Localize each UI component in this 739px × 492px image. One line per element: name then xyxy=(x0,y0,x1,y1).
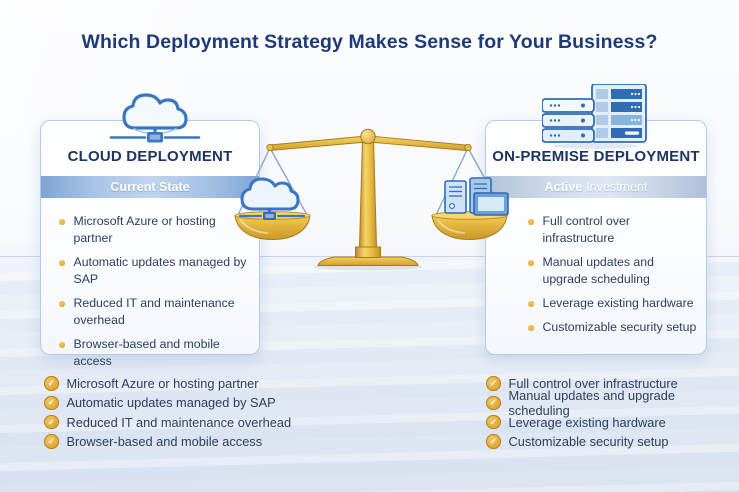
bullet-item: Leverage existing hardware xyxy=(528,295,702,312)
check-list-item: ✓ Full control over infrastructure xyxy=(486,374,739,393)
bullet-text: Browser-based and mobile access xyxy=(73,337,220,368)
check-icon: ✓ xyxy=(486,395,501,411)
check-icon: ✓ xyxy=(486,414,501,430)
check-text: Full control over infrastructure xyxy=(508,376,678,392)
bullet-text: Customizable security setup xyxy=(542,320,697,334)
bullet-dot-icon xyxy=(528,260,534,266)
cloud-network-icon xyxy=(109,93,201,143)
check-list-item: ✓ Automatic updates managed by SAP xyxy=(44,393,291,412)
server-back-rack xyxy=(591,84,647,143)
onprem-benefits-checklist: ✓ Full control over infrastructure ✓ Man… xyxy=(486,374,739,451)
bullet-dot-icon xyxy=(59,301,65,307)
server-front-stack xyxy=(542,98,595,143)
banner-text-bold: Current State xyxy=(110,180,190,194)
check-list-item: ✓ Leverage existing hardware xyxy=(486,413,739,432)
check-list-item: ✓ Manual updates and upgrade scheduling xyxy=(486,388,739,418)
bullet-text: Full control over infrastructure xyxy=(542,214,630,245)
banner-text-bold: Active xyxy=(544,180,583,194)
current-state-banner: Current State xyxy=(41,176,259,198)
check-list-item: ✓ Customizable security setup xyxy=(486,432,739,451)
bullet-dot-icon xyxy=(59,342,65,348)
bullet-text: Microsoft Azure or hosting partner xyxy=(73,214,216,245)
balance-scale-icon xyxy=(234,128,509,271)
check-list-item: ✓ Microsoft Azure or hosting partner xyxy=(44,374,291,393)
bullet-dot-icon xyxy=(528,301,534,307)
onprem-bullet-list: Full control over infrastructure Manual … xyxy=(528,213,702,343)
cloud-card-title: CLOUD DEPLOYMENT xyxy=(67,148,233,165)
active-investment-banner: Active Investment xyxy=(486,176,706,198)
bullet-dot-icon xyxy=(59,260,65,266)
check-icon: ✓ xyxy=(486,434,501,449)
bullet-item: Automatic updates managed by SAP xyxy=(59,254,253,288)
check-list-item: ✓ Browser-based and mobile access xyxy=(44,432,291,451)
check-text: Reduced IT and maintenance overhead xyxy=(66,414,292,430)
check-text: Browser-based and mobile access xyxy=(66,434,263,450)
scale-beam xyxy=(266,128,472,152)
on-premise-deployment-card: ON-PREMISE DEPLOYMENT Active Investment … xyxy=(485,120,707,355)
bullet-item: Full control over infrastructure xyxy=(528,213,702,247)
bullet-text: Reduced IT and maintenance overhead xyxy=(73,296,235,327)
bullet-text: Manual updates and upgrade scheduling xyxy=(542,255,654,286)
bullet-text: Leverage existing hardware xyxy=(542,296,694,310)
server-rack-icon xyxy=(542,84,647,149)
check-icon: ✓ xyxy=(44,395,59,411)
bullet-dot-icon xyxy=(528,325,534,331)
check-icon: ✓ xyxy=(44,376,59,391)
check-text: Customizable security setup xyxy=(508,434,669,450)
scale-right-pan xyxy=(431,211,508,241)
check-icon: ✓ xyxy=(44,434,59,449)
bullet-item: Reduced IT and maintenance overhead xyxy=(59,295,253,329)
check-icon: ✓ xyxy=(44,414,59,430)
cloud-benefits-checklist: ✓ Microsoft Azure or hosting partner ✓ A… xyxy=(44,374,291,451)
bullet-dot-icon xyxy=(59,219,65,225)
check-text: Leverage existing hardware xyxy=(508,414,666,430)
cloud-on-scale-icon xyxy=(238,177,306,220)
page-title: Which Deployment Strategy Makes Sense fo… xyxy=(81,31,658,53)
bullet-item: Browser-based and mobile access xyxy=(59,336,253,370)
check-text: Manual updates and upgrade scheduling xyxy=(508,387,676,418)
check-text: Microsoft Azure or hosting partner xyxy=(66,376,259,392)
cloud-bullet-list: Microsoft Azure or hosting partner Autom… xyxy=(59,213,253,377)
scale-stand xyxy=(317,138,419,266)
bullet-item: Manual updates and upgrade scheduling xyxy=(528,254,702,288)
check-icon: ✓ xyxy=(486,376,501,391)
cloud-deployment-card: CLOUD DEPLOYMENT Current State Microsoft… xyxy=(40,120,260,368)
bullet-dot-icon xyxy=(528,219,534,225)
onprem-card-title: ON-PREMISE DEPLOYMENT xyxy=(492,148,700,165)
check-list-item: ✓ Reduced IT and maintenance overhead xyxy=(44,413,291,432)
computers-on-scale-icon xyxy=(444,177,509,216)
check-text: Automatic updates managed by SAP xyxy=(66,395,276,411)
bullet-item: Microsoft Azure or hosting partner xyxy=(59,213,253,247)
scale-left-pan xyxy=(234,211,311,241)
bullet-text: Automatic updates managed by SAP xyxy=(73,255,247,286)
banner-text-regular: Investment xyxy=(586,180,648,194)
bullet-item: Customizable security setup xyxy=(528,319,702,336)
